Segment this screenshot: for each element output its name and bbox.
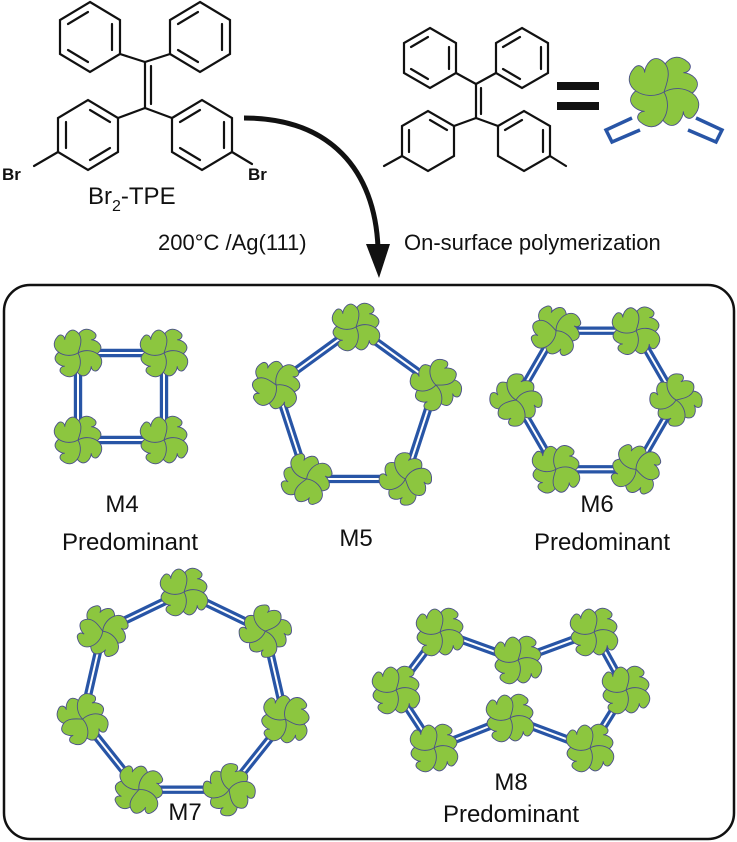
- reaction-arrow: [243, 115, 390, 278]
- m7-label: M7: [168, 799, 201, 826]
- m8-label: M8: [494, 769, 527, 796]
- m7-tpe-unit: [56, 693, 109, 746]
- m6-tpe-unit: [489, 373, 543, 427]
- m8-tpe-unit: [493, 635, 543, 685]
- m4-tpe-unit: [139, 328, 189, 378]
- m4-macrocycle: [53, 328, 189, 465]
- reaction-condition-label: 200°C /Ag(111): [158, 230, 307, 255]
- m7-tpe-unit: [76, 605, 129, 658]
- m7-tpe-unit: [238, 604, 292, 658]
- precursor-name: Br2-TPE: [88, 183, 176, 215]
- m7-tpe-unit: [261, 695, 310, 744]
- phenyl-ring-top-right: [168, 0, 232, 74]
- tpe-model-structure: [382, 26, 568, 173]
- m8-tpe-unit: [601, 665, 651, 715]
- m4-linker: [92, 348, 150, 358]
- m6-label: M6: [580, 491, 613, 518]
- bromine-label-left: Br: [2, 165, 21, 184]
- products-frame: [2, 283, 736, 841]
- m8-tpe-unit: [569, 607, 619, 657]
- phenyl-ring-top-left: [58, 0, 122, 74]
- m6-tpe-unit: [610, 444, 662, 495]
- m6-macrocycle: [489, 305, 703, 495]
- m8-tpe-unit: [565, 723, 615, 773]
- m8-tpe-unit: [485, 693, 535, 743]
- m5-tpe-unit: [331, 302, 381, 352]
- m8-tpe-unit: [409, 723, 459, 773]
- m8-note: Predominant: [443, 801, 579, 828]
- m4-linker: [73, 367, 83, 426]
- m7-tpe-unit: [159, 567, 209, 617]
- m4-label: M4: [105, 491, 138, 518]
- m4-tpe-unit: [139, 415, 189, 465]
- m7-macrocycle: [56, 567, 310, 817]
- m5-tpe-unit: [378, 452, 432, 506]
- bromine-label-right: Br: [248, 165, 267, 184]
- equals-sign: =: [0, 0, 599, 110]
- tpe-clover-model: [603, 56, 725, 145]
- svg-text:=: =: [0, 0, 1, 1]
- m4-note: Predominant: [62, 529, 198, 556]
- m5-macrocycle: [251, 302, 463, 506]
- clover-icon: [628, 56, 700, 128]
- m6-tpe-unit: [531, 445, 581, 494]
- m6-note: Predominant: [534, 529, 670, 556]
- m5-tpe-unit: [251, 360, 301, 410]
- m4-linker: [92, 435, 150, 445]
- m5-tpe-unit: [280, 453, 333, 505]
- reaction-process-label: On-surface polymerization: [404, 230, 661, 255]
- m4-linker: [159, 367, 169, 426]
- m6-tpe-unit: [530, 305, 582, 356]
- m5-tpe-unit: [409, 358, 463, 412]
- linker-arms: [603, 116, 725, 145]
- br2-tpe-structure: Br Br Br2-TPE: [2, 0, 267, 215]
- m6-tpe-unit: [649, 373, 703, 427]
- macrocycle-products: [53, 302, 703, 817]
- m4-tpe-unit: [53, 415, 103, 465]
- m4-tpe-unit: [53, 328, 103, 378]
- m6-tpe-unit: [611, 306, 661, 355]
- m8-tpe-unit: [415, 607, 465, 657]
- m7-tpe-unit: [114, 765, 164, 814]
- m5-label: M5: [339, 525, 372, 552]
- m7-tpe-unit: [202, 763, 256, 817]
- m8-macrocycle: [371, 607, 651, 773]
- m8-tpe-unit: [371, 665, 421, 715]
